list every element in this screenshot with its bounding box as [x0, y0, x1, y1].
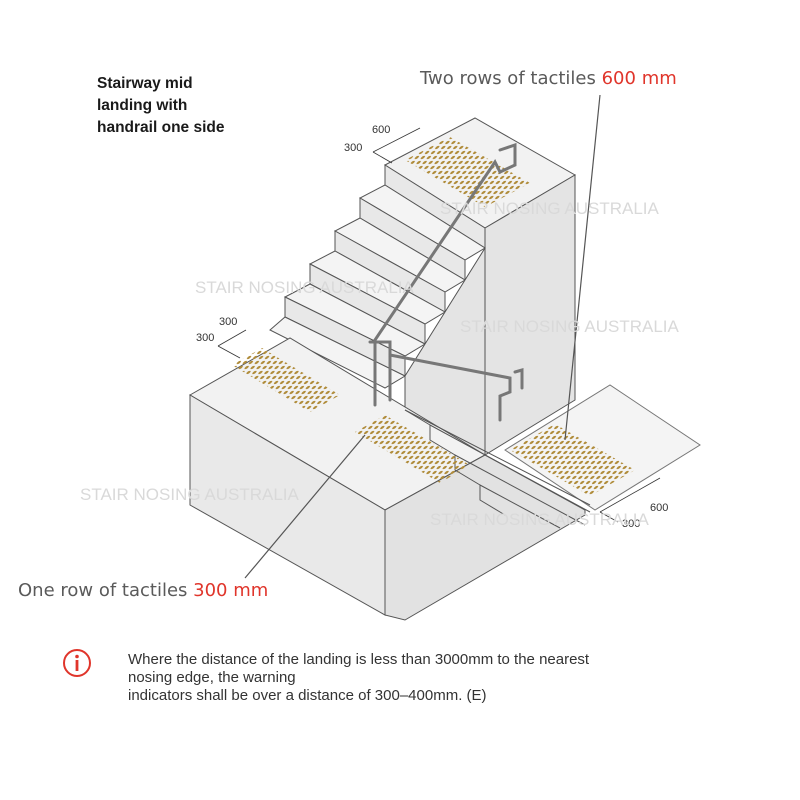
callout-two-rows: Two rows of tactiles 600 mm [420, 68, 677, 89]
diagram-title: Stairway mid landing with handrail one s… [97, 73, 297, 139]
callout-two-rows-text: Two rows of tactiles [420, 68, 602, 89]
callout-two-rows-value: 600 mm [601, 68, 677, 89]
lower-flight [404, 409, 591, 529]
title-line: handrail one side [97, 119, 225, 136]
handrail [368, 142, 524, 422]
dim-top-width: 600 [372, 124, 390, 136]
watermark-4: STAIR NOSING AUSTRALIA [80, 485, 300, 504]
tactiles [232, 137, 635, 496]
dim-mid-depth: 300 [196, 332, 214, 344]
callout-one-row-value: 300 mm [193, 580, 269, 601]
watermarks: STAIR NOSING AUSTRALIA STAIR NOSING AUST… [80, 199, 680, 529]
tactile-landing [355, 415, 470, 483]
dim-mid-width: 300 [219, 316, 237, 328]
watermark-3: STAIR NOSING AUSTRALIA [460, 317, 680, 336]
watermark-1: STAIR NOSING AUSTRALIA [440, 199, 660, 218]
floor-right [504, 384, 701, 511]
tactile-mid [232, 348, 340, 412]
note-line: nosing edge, the warning [128, 669, 296, 686]
leader-lines [244, 94, 601, 579]
dimension-lines [217, 127, 661, 523]
callout-one-row: One row of tactiles 300 mm [18, 580, 268, 601]
title-line: Stairway mid [97, 75, 193, 92]
dimension-labels: 600 300 300 300 600 300 [196, 124, 668, 530]
upper-flight [269, 164, 486, 501]
info-icon [63, 649, 91, 677]
watermark-2: STAIR NOSING AUSTRALIA [195, 278, 415, 297]
tactile-bottom [510, 424, 635, 496]
tactile-top [405, 137, 530, 207]
dim-bottom-width: 600 [650, 502, 668, 514]
dim-bottom-depth: 300 [622, 518, 640, 530]
note-text: Where the distance of the landing is les… [128, 651, 728, 705]
dim-top-depth: 300 [344, 142, 362, 154]
note-line: indicators shall be over a distance of 3… [128, 687, 487, 704]
watermark-5: STAIR NOSING AUSTRALIA [430, 510, 650, 529]
note-line: Where the distance of the landing is les… [128, 651, 590, 668]
title-line: landing with [97, 97, 188, 114]
callout-one-row-text: One row of tactiles [18, 580, 194, 601]
